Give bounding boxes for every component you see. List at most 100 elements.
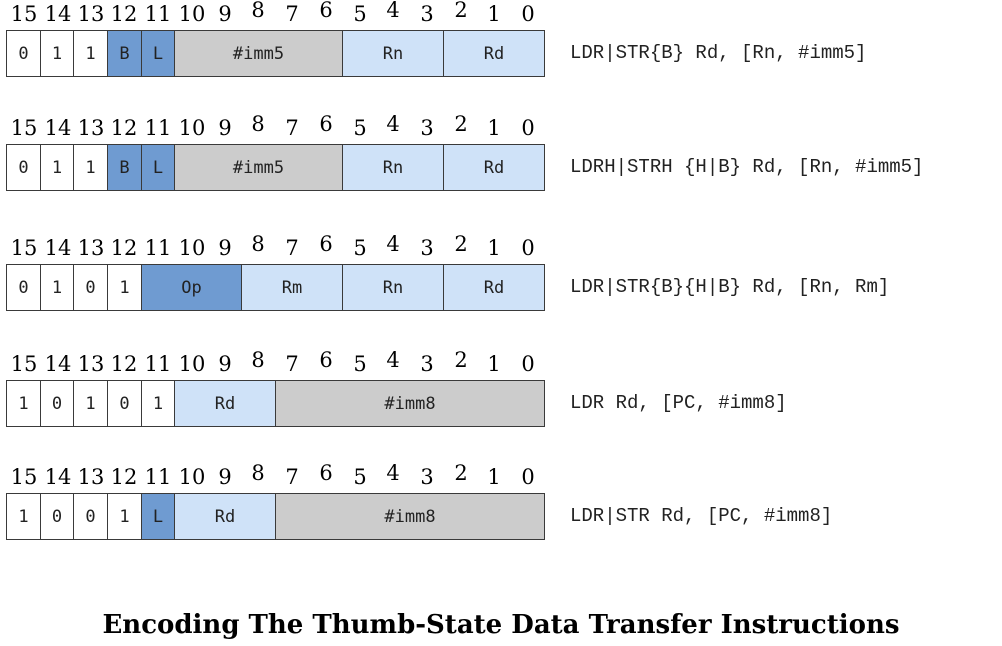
bit-field: 1	[141, 380, 175, 427]
bit-number: 13	[77, 465, 105, 489]
instruction-syntax: LDR|STR Rd, [PC, #imm8]	[570, 505, 833, 527]
bit-number: 11	[144, 352, 172, 376]
bit-number: 10	[178, 116, 206, 140]
bit-number: 5	[353, 236, 367, 260]
bit-number: 1	[487, 352, 501, 376]
bit-number: 6	[319, 232, 333, 256]
bit-number: 2	[454, 461, 468, 485]
bit-number: 4	[386, 0, 400, 22]
bit-number: 4	[386, 232, 400, 256]
bit-number: 10	[178, 236, 206, 260]
bit-number: 5	[353, 465, 367, 489]
bit-number: 8	[251, 112, 265, 136]
bit-field: #imm8	[275, 493, 545, 540]
bit-number: 10	[178, 2, 206, 26]
bit-number: 3	[420, 2, 434, 26]
bit-field: 1	[40, 144, 74, 191]
instruction-syntax: LDR|STR{B} Rd, [Rn, #imm5]	[570, 42, 867, 64]
bit-number: 8	[251, 0, 265, 22]
bit-number: 12	[110, 465, 138, 489]
bit-number: 7	[285, 236, 299, 260]
bit-field: 1	[6, 380, 41, 427]
bit-number: 1	[487, 465, 501, 489]
bit-number: 15	[10, 465, 38, 489]
bit-number: 7	[285, 465, 299, 489]
bit-number: 14	[44, 116, 72, 140]
bit-field: Op	[141, 264, 242, 311]
bit-number: 0	[521, 116, 535, 140]
bit-number: 15	[10, 352, 38, 376]
bit-field: 1	[73, 30, 108, 77]
bit-number: 13	[77, 116, 105, 140]
bit-field: 0	[73, 264, 108, 311]
bit-number: 9	[218, 2, 232, 26]
bit-number: 4	[386, 461, 400, 485]
bit-field: Rn	[342, 144, 444, 191]
bit-number: 12	[110, 352, 138, 376]
bit-number: 9	[218, 352, 232, 376]
bit-number: 14	[44, 352, 72, 376]
bit-number: 13	[77, 2, 105, 26]
bit-number: 12	[110, 2, 138, 26]
bit-field: 1	[40, 264, 74, 311]
bit-number: 11	[144, 465, 172, 489]
bit-number: 10	[178, 465, 206, 489]
bit-number: 4	[386, 112, 400, 136]
bit-number: 7	[285, 2, 299, 26]
bit-number: 0	[521, 352, 535, 376]
bit-field: 0	[6, 144, 41, 191]
bit-number: 6	[319, 0, 333, 22]
bit-field: 0	[6, 30, 41, 77]
bit-field: Rn	[342, 30, 444, 77]
bit-number: 14	[44, 236, 72, 260]
bit-field: Rm	[241, 264, 343, 311]
bit-number: 4	[386, 348, 400, 372]
bit-number: 3	[420, 465, 434, 489]
bit-number: 6	[319, 461, 333, 485]
instruction-syntax: LDR|STR{B}{H|B} Rd, [Rn, Rm]	[570, 276, 890, 298]
bit-field: #imm5	[174, 30, 343, 77]
bit-field: L	[141, 30, 175, 77]
bit-number: 3	[420, 352, 434, 376]
bit-number: 3	[420, 116, 434, 140]
bit-number: 2	[454, 112, 468, 136]
bit-number: 14	[44, 465, 72, 489]
bit-number: 2	[454, 0, 468, 22]
bit-field: Rd	[443, 264, 545, 311]
bit-field: 1	[73, 144, 108, 191]
bit-number: 8	[251, 348, 265, 372]
bit-number: 9	[218, 465, 232, 489]
bit-number: 1	[487, 236, 501, 260]
bit-number: 7	[285, 352, 299, 376]
instruction-syntax: LDR Rd, [PC, #imm8]	[570, 392, 787, 414]
bit-field: 1	[40, 30, 74, 77]
bit-field: #imm8	[275, 380, 545, 427]
bit-field: #imm5	[174, 144, 343, 191]
bit-field: 1	[73, 380, 108, 427]
bit-field: Rd	[443, 144, 545, 191]
bit-number: 0	[521, 465, 535, 489]
bit-number: 0	[521, 236, 535, 260]
bit-number: 9	[218, 116, 232, 140]
bit-field: 1	[107, 493, 142, 540]
bit-number: 5	[353, 352, 367, 376]
bit-field: 1	[6, 493, 41, 540]
bit-number: 5	[353, 2, 367, 26]
bit-field: Rd	[174, 493, 276, 540]
bit-number: 14	[44, 2, 72, 26]
bit-number: 11	[144, 236, 172, 260]
bit-number: 11	[144, 116, 172, 140]
bit-field: Rd	[174, 380, 276, 427]
bit-field: B	[107, 30, 142, 77]
instruction-syntax: LDRH|STRH {H|B} Rd, [Rn, #imm5]	[570, 156, 924, 178]
